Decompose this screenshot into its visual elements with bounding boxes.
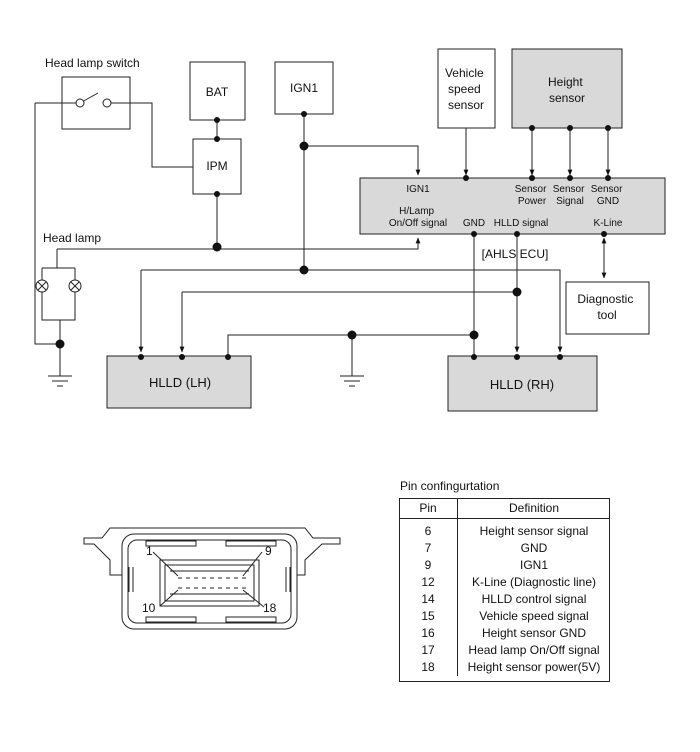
- table-row: 16 Height sensor GND: [399, 625, 610, 642]
- head-lamp-bulb-icon: [68, 279, 82, 293]
- table-row: 18 Height sensor power(5V): [399, 659, 610, 676]
- ecu-pin-sensor-power: Sensor Power: [515, 184, 549, 207]
- pin-definition-cell: GND: [520, 541, 548, 555]
- pin-definition-cell: K-Line (Diagnostic line): [471, 575, 597, 589]
- connector-drawing: [83, 527, 341, 630]
- hlld-rh-label: HLLD (RH): [490, 377, 554, 392]
- pin-definition-cell: Height sensor GND: [481, 626, 587, 640]
- vehicle-speed-sensor-box: [437, 48, 496, 129]
- pin-number-cell: 15: [399, 608, 458, 625]
- junction-dots: [55, 111, 611, 360]
- sensor-power-line-1: Sensor: [515, 184, 547, 195]
- pin-definition-cell: Height sensor power(5V): [467, 660, 601, 674]
- table-body: 6 Height sensor signal 7 GND 9 IGN1 12 K-Line (…: [399, 518, 610, 676]
- table-row: 9 IGN1: [399, 557, 610, 574]
- ipm-label: IPM: [206, 159, 227, 173]
- pin-definition-cell: Vehicle speed signal: [479, 609, 589, 623]
- pin-definition-cell: HLLD control signal: [481, 592, 587, 606]
- pin-number-cell: 18: [399, 659, 458, 676]
- vss-line-1: Vehicle: [445, 66, 484, 80]
- ecu-label: [AHLS ECU]: [482, 247, 549, 261]
- vss-line-2: speed: [448, 82, 481, 96]
- hlld-rh-box: [447, 355, 598, 412]
- sensor-gnd-line-2: GND: [597, 196, 619, 207]
- ecu-pin-hlamp: H/Lamp On/Off signal: [389, 206, 447, 229]
- pin-10-label: 10: [142, 601, 156, 615]
- height-sensor-line-1: Height: [548, 75, 583, 89]
- pin-9-label: 9: [265, 544, 272, 558]
- ecu-pin-kline: K-Line: [594, 218, 623, 229]
- ecu-pin-hlld-signal: HLLD signal: [494, 218, 548, 229]
- vss-line-3: sensor: [448, 98, 484, 112]
- table-row: 14 HLLD control signal: [399, 591, 610, 608]
- ahls-ecu-box: [359, 177, 666, 235]
- pin-configuration-title: Pin confingurtation: [400, 479, 500, 493]
- wires: [34, 92, 611, 387]
- head-lamp-switch-label: Head lamp switch: [45, 56, 140, 70]
- diagnostic-tool-box: [565, 281, 650, 335]
- height-sensor-box: [511, 48, 623, 129]
- height-sensor-line-2: sensor: [549, 91, 585, 105]
- diag-line-1: Diagnostic: [577, 292, 633, 306]
- head-lamp-label: Head lamp: [43, 231, 101, 245]
- definition-column-header: Definition: [457, 498, 610, 519]
- ecu-pin-sensor-gnd: Sensor GND: [591, 184, 625, 207]
- pin-number-cell: 6: [399, 518, 458, 540]
- switch-contact-1: [75, 98, 85, 108]
- pin-number-cell: 9: [399, 557, 458, 574]
- pin-number-cell: 16: [399, 625, 458, 642]
- ign1-box-label: IGN1: [290, 81, 318, 95]
- table-row: 17 Head lamp On/Off signal: [399, 642, 610, 659]
- table-row: 7 GND: [399, 540, 610, 557]
- table-row: 6 Height sensor signal: [399, 518, 610, 540]
- pin-number-cell: 7: [399, 540, 458, 557]
- table-row: 15 Vehicle speed signal: [399, 608, 610, 625]
- sensor-power-line-2: Power: [518, 196, 547, 207]
- pin-number-cell: 14: [399, 591, 458, 608]
- hlld-lh-label: HLLD (LH): [149, 375, 211, 390]
- diagnostic-tool-label: Diagnostic tool: [577, 292, 636, 322]
- ecu-pin-ign1: IGN1: [406, 184, 430, 195]
- pin-definition-cell: Head lamp On/Off signal: [468, 643, 600, 657]
- ecu-pin-sensor-signal: Sensor Signal: [553, 184, 587, 207]
- pin-number-cell: 12: [399, 574, 458, 591]
- ign1-box: [274, 61, 334, 115]
- height-sensor-label: Height sensor: [548, 75, 586, 105]
- pin-definition-cell: Height sensor signal: [479, 524, 589, 538]
- sensor-gnd-line-1: Sensor: [591, 184, 623, 195]
- bat-label: BAT: [206, 85, 229, 99]
- switch-contact-2: [102, 98, 112, 108]
- pin-number-cell: 17: [399, 642, 458, 659]
- head-lamp-bulb-icon: [35, 279, 49, 293]
- table-header-row: Pin Definition: [399, 498, 610, 519]
- pin-18-label: 18: [263, 601, 277, 615]
- pin-1-label: 1: [146, 544, 153, 558]
- diag-line-2: tool: [597, 308, 616, 322]
- ecu-pin-gnd: GND: [463, 218, 485, 229]
- hlld-lh-box: [106, 355, 252, 409]
- hlamp-line-1: H/Lamp: [399, 206, 434, 217]
- sensor-signal-line-1: Sensor: [553, 184, 585, 195]
- sensor-signal-line-2: Signal: [556, 196, 584, 207]
- hlamp-line-2: On/Off signal: [389, 218, 447, 229]
- vehicle-speed-sensor-label: Vehicle speed sensor: [445, 66, 487, 112]
- table-row: 12 K-Line (Diagnostic line): [399, 574, 610, 591]
- pin-definition-cell: IGN1: [519, 558, 548, 572]
- pin-configuration-table: Pin Definition 6 Height sensor signal 7 GND…: [399, 498, 610, 676]
- pin-column-header: Pin: [399, 498, 458, 519]
